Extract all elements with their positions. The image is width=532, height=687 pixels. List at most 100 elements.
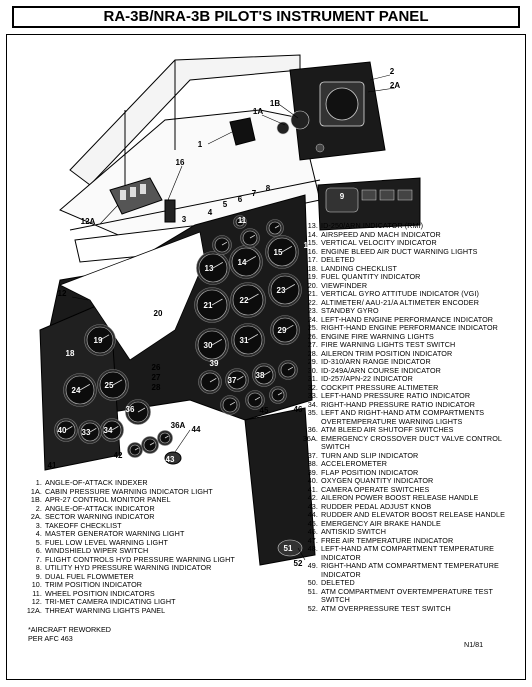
sheet-id: N1/81	[464, 640, 484, 649]
gauge-needle	[284, 284, 295, 291]
legend-text: ENGINE FIRE WARNING LIGHTS	[321, 331, 434, 341]
legend-text: TRIM POSITION INDICATOR	[45, 580, 143, 589]
callout-label: 42	[114, 451, 123, 460]
callout-label: 44	[192, 425, 201, 434]
legend-item: 2A.SECTOR WARNING INDICATOR	[18, 512, 280, 522]
legend-number: 25.	[307, 323, 318, 332]
legend-number: 4.	[35, 529, 42, 538]
figure-frame	[6, 34, 526, 680]
callout-label: 22	[240, 296, 249, 305]
legend-number: 2.	[35, 503, 42, 513]
legend-number: 2A.	[30, 512, 42, 521]
gauge-needle	[65, 426, 73, 431]
callout-label: 13	[205, 264, 214, 273]
gauge-needle	[221, 241, 228, 246]
callout-label: 29	[278, 326, 287, 335]
legend-number: 19.	[307, 272, 318, 281]
legend-number: 11.	[32, 588, 42, 598]
gauge-needle	[274, 225, 280, 229]
legend-item: 18.LANDING CHECKLIST	[296, 263, 518, 274]
legend-text: OXYGEN QUANTITY INDICATOR	[321, 476, 434, 485]
legend-number: 6.	[35, 546, 42, 555]
legend-number: 47.	[307, 535, 318, 545]
legend-number: 18.	[307, 263, 318, 273]
gauge-needle	[284, 324, 294, 331]
gauge-needle	[211, 339, 222, 346]
legend-item: 42.AILERON POWER BOOST RELEASE HANDLE	[296, 493, 518, 503]
legend-item: 26.ENGINE FIRE WARNING LIGHTS	[296, 331, 518, 342]
legend-item: 4.MASTER GENERATOR WARNING LIGHT	[18, 529, 280, 539]
callout-label: 8	[266, 184, 271, 193]
legend-text: FREE AIR TEMPERATURE INDICATOR	[321, 535, 454, 545]
legend-number: 32.	[307, 382, 318, 392]
legend-number: 12.	[31, 597, 42, 606]
legend-number: 10.	[31, 580, 42, 589]
callout-label: 5	[223, 200, 228, 209]
legend-text: LEFT-HAND ENGINE PERFORMANCE INDICATOR	[321, 314, 494, 324]
legend-text: RUDDER AND ELEVATOR BOOST RELEASE HANDLE	[321, 510, 505, 519]
legend-text: CAMERA OPERATE SWITCHES	[321, 484, 430, 494]
legend-number: 29.	[307, 357, 318, 366]
legend-text: LEFT-HAND PRESSURE RATIO INDICATOR	[321, 391, 471, 400]
legend-text: AIRSPEED AND MACH INDICATOR	[321, 229, 441, 239]
callout-label: 45	[260, 406, 269, 415]
legend-number: 39.	[307, 467, 318, 477]
legend-item: 17.DELETED	[296, 255, 518, 265]
gauge-cluster	[54, 215, 302, 458]
rudder-pedestal	[164, 407, 316, 566]
legend-text: ATM OVERPRESSURE TEST SWITCH	[321, 603, 451, 613]
callout-label: 33	[82, 428, 91, 437]
callout-label: 19	[94, 336, 103, 345]
callout-label: 9	[340, 192, 345, 201]
legend-number: 34.	[307, 399, 318, 409]
legend-text: ACCELEROMETER	[321, 459, 387, 468]
callout-label: 18	[66, 349, 75, 358]
gauge-needle	[249, 234, 256, 239]
callout-label: 6	[238, 195, 243, 204]
legend-text: ID-250/ARN INDICATOR (RMI)	[321, 221, 424, 230]
legend-number: 45.	[307, 518, 318, 528]
legend-text: DELETED	[321, 578, 355, 587]
legend-item: 27.FIRE WARNING LIGHTS TEST SWITCH	[296, 340, 518, 350]
legend-item: 36A.EMERGENCY CROSSOVER DUCT VALVE CONTR…	[296, 434, 518, 452]
legend-text: FUEL LOW LEVEL WARNING LIGHT	[45, 537, 169, 547]
legend-text: EMERGENCY AIR BRAKE HANDLE	[321, 518, 441, 528]
legend-item: 11.WHEEL POSITION INDICATORS	[18, 588, 280, 599]
legend-item: 1B.APR-27 CONTROL MONITOR PANEL	[18, 495, 280, 505]
legend-number: 31.	[307, 374, 318, 383]
legend-item: 12A.THREAT WARNING LIGHTS PANEL	[18, 605, 280, 616]
legend-text: AILERON POWER BOOST RELEASE HANDLE	[321, 493, 479, 502]
legend-text: COCKPIT PRESSURE ALTIMETER	[321, 382, 439, 392]
callout-label: 3	[182, 215, 187, 224]
legend-number: 13.	[307, 221, 318, 230]
gauge-needle	[287, 366, 294, 371]
legend-item: 52.ATM OVERPRESSURE TEST SWITCH	[296, 603, 518, 614]
callout-label: 12	[58, 289, 67, 298]
legend-text: ANGLE-OF-ATTACK INDICATOR	[45, 503, 155, 513]
legend-text: CABIN PRESSURE WARNING INDICATOR LIGHT	[45, 486, 213, 496]
callout-layer: 11A1B22A345678910111212A1314151618192021…	[48, 67, 401, 568]
callout-label: 28	[152, 383, 161, 392]
callout-label: 38	[256, 371, 265, 380]
legend-item: 40.OXYGEN QUANTITY INDICATOR	[296, 476, 518, 486]
legend-item: 3.TAKEOFF CHECKLIST	[18, 521, 280, 531]
legend-number: 22.	[307, 297, 318, 307]
legend-number: 38.	[307, 459, 318, 468]
legend-text: ANGLE-OF-ATTACK INDEXER	[45, 478, 148, 487]
callout-label: 46	[294, 405, 303, 414]
callout-label: 35	[180, 405, 189, 414]
legend-text: VERTICAL GYRO ATTITUDE INDICATOR (VGI)	[321, 289, 479, 298]
legend-number: 51.	[307, 586, 318, 596]
legend-text: AILERON TRIM POSITION INDICATOR	[321, 348, 453, 358]
legend-item: 1.ANGLE-OF-ATTACK INDEXER	[18, 478, 280, 488]
legend-number: 23.	[307, 306, 318, 315]
legend-item: 43.RUDDER PEDAL ADJUST KNOB	[296, 502, 518, 512]
gauge-needle	[229, 401, 236, 406]
legend-item: 19.FUEL QUANTITY INDICATOR	[296, 272, 518, 282]
legend-number: 12A.	[26, 605, 42, 615]
legend-text: LANDING CHECKLIST	[321, 263, 397, 273]
legend-text: DUAL FUEL FLOWMETER	[45, 571, 134, 581]
callout-label: 34	[104, 426, 113, 435]
